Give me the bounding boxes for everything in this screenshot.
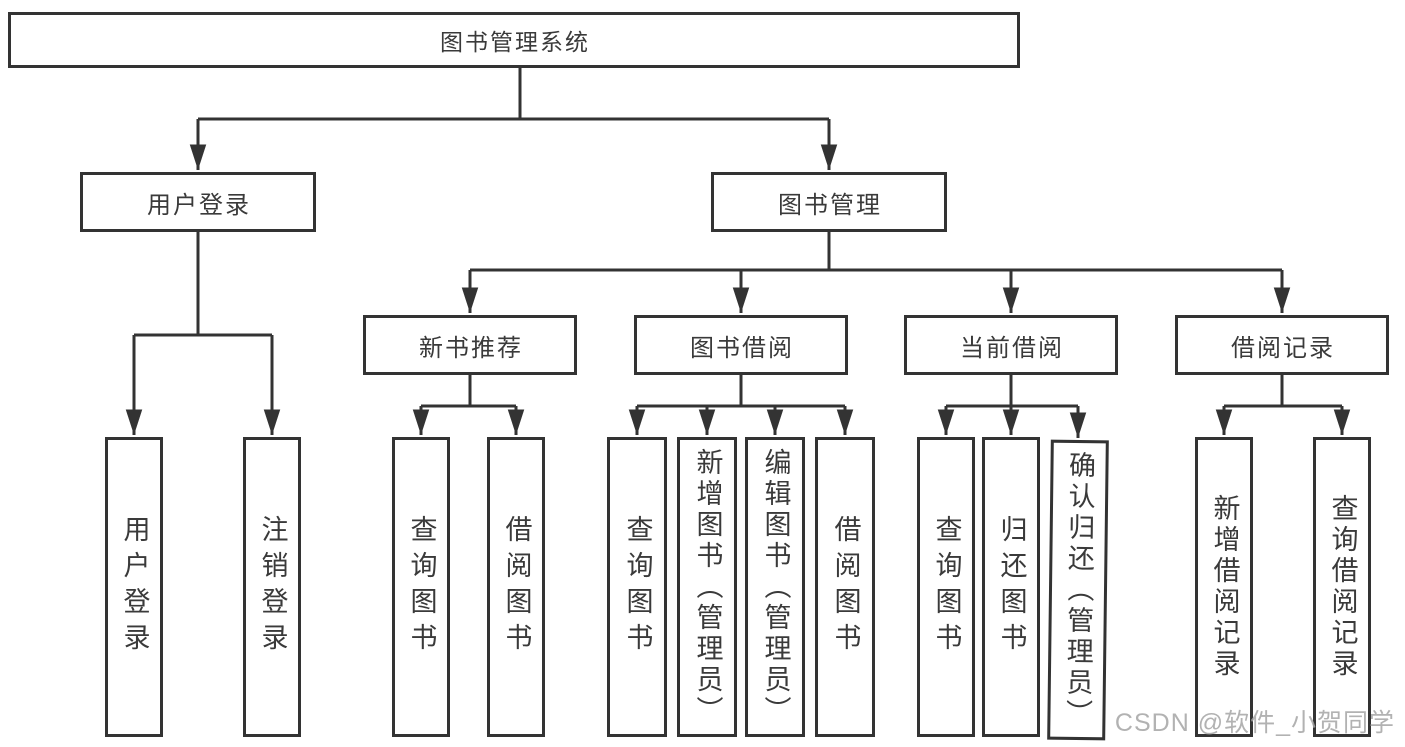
connector-current-borrow-trunk bbox=[946, 375, 1078, 408]
leaf-query-books-recommend: 查询图书 bbox=[392, 437, 450, 737]
leaf-add-books-admin: 新增图书（管理员） bbox=[677, 437, 737, 737]
leaf-query-borrow-record: 查询借阅记录 bbox=[1313, 437, 1371, 737]
leaf-edit-books-admin: 编辑图书（管理员） bbox=[745, 437, 805, 737]
leaf-add-borrow-record: 新增借阅记录 bbox=[1195, 437, 1253, 737]
leaf-confirm-return-admin: 确认归还（管理员） bbox=[1047, 439, 1109, 741]
connector-book-borrow-trunk bbox=[637, 375, 845, 408]
connector-user-login-trunk bbox=[134, 232, 272, 337]
leaf-borrow-books: 借阅图书 bbox=[815, 437, 875, 737]
node-book-management: 图书管理 bbox=[711, 172, 947, 232]
connector-book-management-trunk bbox=[470, 232, 1282, 272]
node-library-management-system: 图书管理系统 bbox=[8, 12, 1020, 68]
node-current-borrow: 当前借阅 bbox=[904, 315, 1118, 375]
connector-new-book-trunk bbox=[421, 375, 516, 408]
leaf-logout: 注销登录 bbox=[243, 437, 301, 737]
node-new-book-recommend: 新书推荐 bbox=[363, 315, 577, 375]
connector-root-trunk bbox=[198, 68, 829, 121]
leaf-borrow-books-recommend: 借阅图书 bbox=[487, 437, 545, 737]
leaf-query-books-borrow: 查询图书 bbox=[607, 437, 667, 737]
node-user-login: 用户登录 bbox=[80, 172, 316, 232]
leaf-user-login: 用户登录 bbox=[105, 437, 163, 737]
leaf-query-books-current: 查询图书 bbox=[917, 437, 975, 737]
leaf-return-books: 归还图书 bbox=[982, 437, 1040, 737]
connector-borrow-records-trunk bbox=[1224, 375, 1342, 408]
node-book-borrow: 图书借阅 bbox=[634, 315, 848, 375]
csdn-watermark: CSDN @软件_小贺同学 bbox=[1114, 709, 1395, 737]
node-borrow-records: 借阅记录 bbox=[1175, 315, 1389, 375]
